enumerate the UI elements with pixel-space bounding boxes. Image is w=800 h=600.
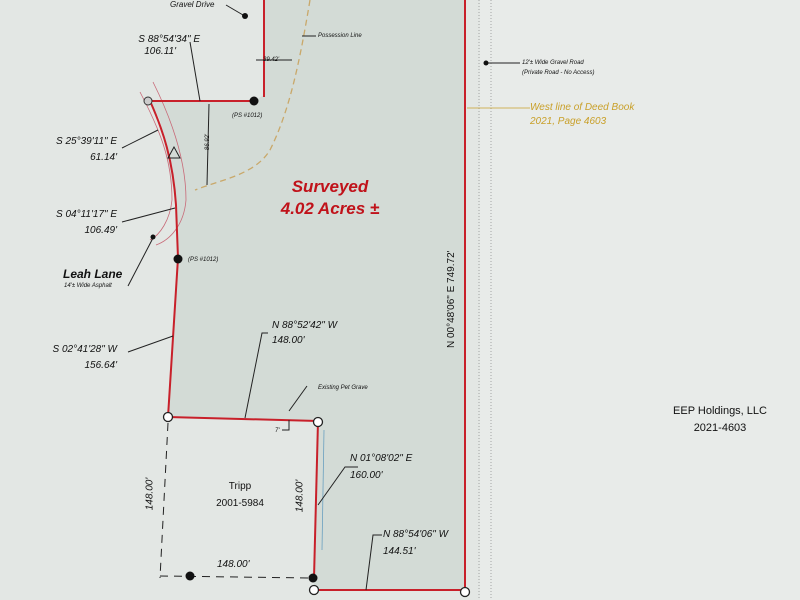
possession-line-label: Possession Line	[318, 33, 362, 39]
dimension-label: 86.92'	[205, 133, 212, 151]
ps-label: (PS #1012)	[188, 257, 219, 263]
call-distance: 106.11'	[144, 46, 176, 57]
leah-lane-edge	[152, 81, 187, 246]
pin-marker	[242, 13, 248, 19]
background-right	[480, 0, 800, 600]
grave-offset: 7'	[275, 428, 280, 434]
call-distance: 144.51'	[383, 546, 416, 557]
call-distance: 160.00'	[350, 470, 383, 481]
iron-pin-found	[173, 254, 183, 264]
tripp-deed: 2001-5984	[216, 498, 264, 509]
leader-lines	[121, 4, 520, 591]
pin-marker	[150, 234, 156, 240]
possession-line	[194, 0, 311, 191]
call-bearing: N 88°52'42" W	[272, 320, 338, 331]
fence-line	[321, 429, 325, 551]
surveyed-area: 4.02 Acres ±	[280, 199, 380, 218]
neighbor-deed: 2021-4603	[693, 422, 747, 434]
leah-lane-label: Leah Lane	[63, 267, 123, 281]
iron-pin-set	[162, 411, 174, 423]
leah-lane-note: 14'± Wide Asphalt	[64, 283, 112, 289]
call-distance: 61.14'	[90, 152, 117, 163]
road-label: 12'± Wide Gravel Road	[522, 60, 584, 66]
tripp-left-dimension: 148.00'	[144, 477, 156, 511]
surveyed-parcel	[150, 0, 465, 590]
tripp-boundary	[159, 422, 313, 579]
tripp-name: Tripp	[228, 481, 252, 492]
call-bearing: S 02°41'28" W	[52, 344, 118, 355]
call-bearing: N 01°08'02" E	[350, 453, 413, 464]
leah-lane-edge	[139, 91, 173, 241]
call-bearing: S 88°54'34" E	[138, 34, 200, 45]
iron-pin-set	[312, 416, 324, 428]
road-note: (Private Road - No Access)	[522, 70, 595, 76]
call-distance: 148.00'	[272, 335, 305, 346]
pin-marker	[483, 60, 489, 66]
gravel-drive-label: Gravel Drive	[170, 0, 215, 9]
call-bearing: S 04°11'17" E	[56, 209, 117, 220]
iron-pin-set	[459, 586, 471, 598]
iron-pin-found	[249, 96, 259, 106]
neighbor-name: EEP Holdings, LLC	[673, 405, 767, 417]
dimension-label: 39.42'	[263, 57, 280, 63]
call-bearing: N 88°54'06" W	[383, 529, 449, 540]
control-point	[143, 96, 153, 106]
surveyed-title: Surveyed	[291, 177, 369, 196]
iron-pin-set	[308, 584, 320, 596]
iron-pin-found	[308, 573, 318, 583]
call-bearing: S 25°39'11" E	[56, 136, 117, 147]
call-distance: 106.49'	[84, 225, 118, 236]
tripp-bottom-dimension: 148.00'	[217, 559, 250, 570]
call-distance: 156.64'	[84, 360, 118, 371]
triangle-marker	[167, 145, 181, 159]
ps-label: (PS #1012)	[232, 113, 263, 119]
pet-grave-label: Existing Pet Grave	[318, 385, 368, 391]
east-line-call: N 00°48'06" E 749.72'	[446, 250, 457, 348]
deed-line-label: 2021, Page 4603	[530, 116, 607, 127]
iron-pin-found	[185, 571, 195, 581]
deed-line-label: West line of Deed Book	[530, 102, 635, 113]
tripp-right-dimension: 148.00'	[294, 479, 306, 513]
